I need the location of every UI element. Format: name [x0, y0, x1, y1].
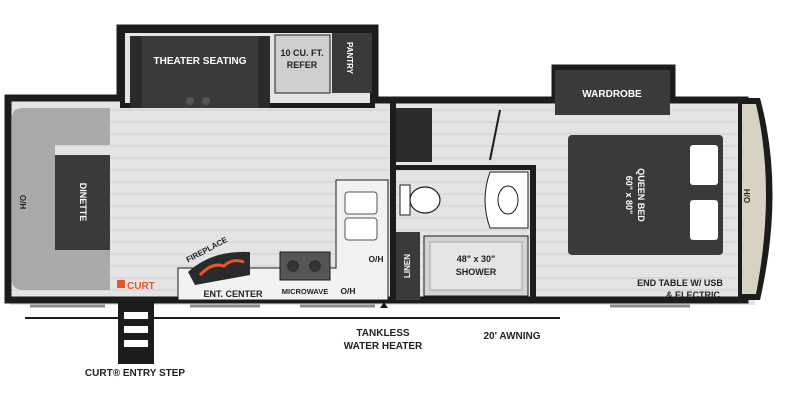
- oh-right-label: O/H: [743, 189, 752, 203]
- curt-logo: CURT: [117, 280, 155, 292]
- pantry: PANTRY: [332, 33, 372, 93]
- theater-seating: THEATER SEATING: [130, 36, 270, 108]
- curt-logo-text: CURT: [127, 281, 155, 292]
- queen-bed: 60" x 80" QUEEN BED: [568, 135, 723, 255]
- theater-seating-label: THEATER SEATING: [154, 56, 247, 67]
- dinette-label: DINETTE: [78, 183, 88, 222]
- oh-kitchen-label: O/H: [368, 254, 383, 264]
- bed-label-1: 60" x 80": [624, 176, 634, 215]
- refer-label-1: 10 CU. FT.: [280, 48, 323, 58]
- front-cap: [738, 98, 773, 300]
- oh-kitchen2-label: O/H: [340, 286, 355, 296]
- bathroom-walls: [390, 100, 536, 300]
- cooktop: MICROWAVE: [279, 251, 331, 296]
- microwave-label: MICROWAVE: [282, 287, 329, 296]
- entry-step: [118, 302, 154, 364]
- pantry-label: PANTRY: [345, 42, 354, 75]
- dinette-table: [55, 155, 110, 250]
- wardrobe-label: WARDROBE: [582, 89, 642, 100]
- awning-label: 20' AWNING: [483, 331, 540, 342]
- wardrobe: WARDROBE: [555, 70, 670, 115]
- bed-label-2: QUEEN BED: [636, 168, 646, 222]
- shower: 48" x 30" SHOWER: [423, 235, 529, 297]
- dinette: DINETTE O/H: [12, 108, 110, 290]
- oh-left-label: O/H: [18, 195, 27, 209]
- end-table-label-1: END TABLE W/ USB: [637, 278, 723, 288]
- linen-label: LINEN: [403, 254, 412, 278]
- tankless-label-1: TANKLESS: [356, 328, 409, 339]
- refer-label-2: REFER: [287, 60, 318, 70]
- refrigerator: 10 CU. FT. REFER: [274, 34, 331, 94]
- lavatory: [484, 171, 529, 229]
- awning: [25, 302, 560, 319]
- ent-center-label: ENT. CENTER: [203, 289, 263, 299]
- sink-bowl-2: [344, 217, 378, 241]
- end-table-label-2: & ELECTRIC: [666, 290, 721, 300]
- toilet: [399, 184, 441, 216]
- shower-label-1: 48" x 30": [457, 254, 496, 264]
- linen-closet: LINEN: [396, 232, 420, 300]
- entry-step-label: CURT® ENTRY STEP: [85, 368, 185, 379]
- tankless-label-2: WATER HEATER: [344, 341, 423, 352]
- shower-label-2: SHOWER: [456, 267, 497, 277]
- front-oh: O/H: [743, 189, 752, 203]
- end-table: END TABLE W/ USB & ELECTRIC: [637, 278, 723, 300]
- sink-bowl-1: [344, 191, 378, 215]
